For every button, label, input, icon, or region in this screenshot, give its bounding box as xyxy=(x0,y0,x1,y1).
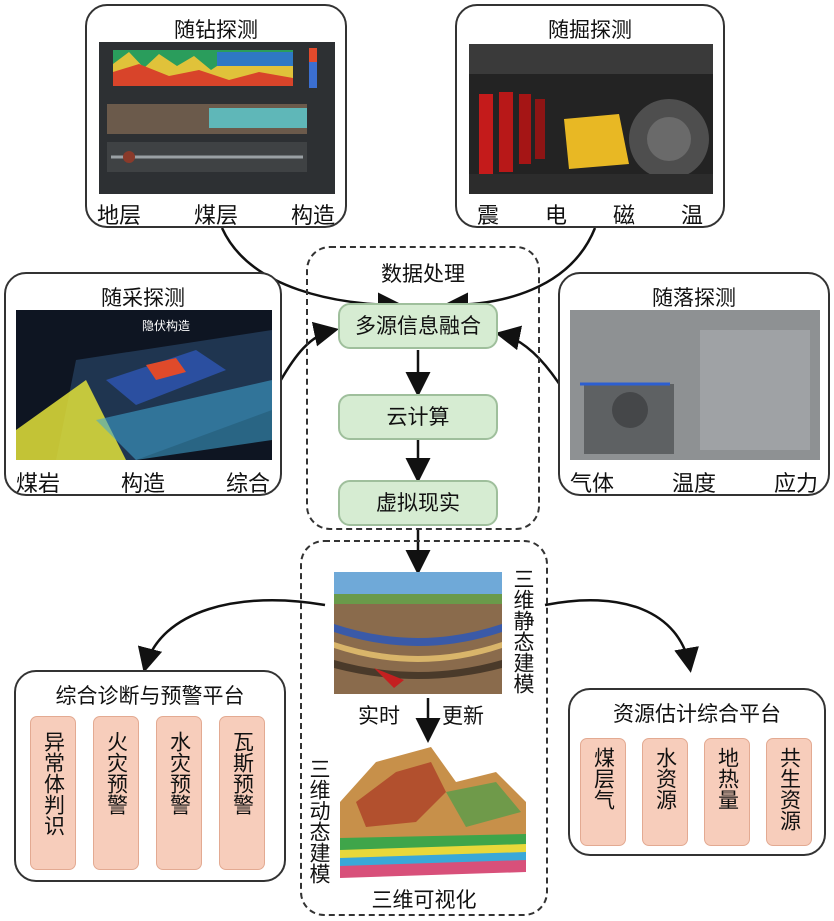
update-label-realtime: 实时 xyxy=(358,704,400,728)
update-label-refresh: 更新 xyxy=(442,704,484,728)
data-processing-group xyxy=(306,246,540,530)
resource-card-water: 水资源 xyxy=(642,738,688,846)
excavation-labels: 震 电 磁 温 xyxy=(477,198,703,230)
resource-card-cbm: 煤层气 xyxy=(580,738,626,846)
warning-card-water: 水灾预警 xyxy=(156,716,202,870)
drilling-labels: 地层 煤层 构造 xyxy=(97,198,335,230)
mining-label-comprehensive: 综合 xyxy=(225,472,270,497)
warning-platform-box: 综合诊断与预警平台 异常体判识 火灾预警 水灾预警 瓦斯预警 xyxy=(14,670,286,882)
excavation-title: 随掘探测 xyxy=(548,18,632,42)
resource-card-geothermal: 地热量 xyxy=(704,738,750,846)
dynamic-model-graphic xyxy=(340,747,526,878)
resource-platform-box: 资源估计综合平台 煤层气 水资源 地热量 共生资源 xyxy=(568,688,826,856)
warning-card-gas: 瓦斯预警 xyxy=(219,716,265,870)
static-modeling-label: 三维静态建模 xyxy=(511,568,535,694)
arrow-to-warning-platform xyxy=(137,599,326,673)
resource-platform-title: 资源估计综合平台 xyxy=(613,702,781,726)
caving-image xyxy=(570,310,820,460)
drilling-detection-box: 随钻探测 地层 煤层 构造 xyxy=(85,4,347,230)
data-processing-title: 数据处理 xyxy=(381,262,465,286)
dynamic-modeling-label: 三维动态建模 xyxy=(307,758,331,884)
arrow-to-resource-platform xyxy=(544,598,699,673)
drilling-image xyxy=(99,42,335,194)
dynamic-model-image xyxy=(336,742,530,882)
excavation-label-seismic: 震 xyxy=(477,204,500,229)
drilling-label-strata: 地层 xyxy=(97,204,142,229)
static-model-graphic xyxy=(334,572,502,694)
caving-graphic xyxy=(570,310,820,460)
mining-labels: 煤岩 构造 综合 xyxy=(16,466,270,498)
warning-platform-title: 综合诊断与预警平台 xyxy=(55,684,245,708)
warning-card-fire: 火灾预警 xyxy=(93,716,139,870)
arrow-mining-to-fusion xyxy=(276,321,339,386)
mining-label-structure: 构造 xyxy=(120,472,165,497)
caving-detection-box: 随落探测 气体 温度 应力 xyxy=(558,272,830,498)
multi-source-fusion-pill: 多源信息融合 xyxy=(338,303,498,349)
excavation-label-magnetic: 磁 xyxy=(612,204,635,229)
cloud-computing-pill: 云计算 xyxy=(338,394,498,440)
caving-label-stress: 应力 xyxy=(773,472,818,497)
drilling-label-coal-seam: 煤层 xyxy=(193,204,238,229)
excavation-label-temperature: 温 xyxy=(680,204,703,229)
virtual-reality-pill: 虚拟现实 xyxy=(338,480,498,526)
static-model-image xyxy=(334,572,502,694)
excavation-image xyxy=(469,44,713,194)
drilling-label-structure: 构造 xyxy=(290,204,335,229)
caving-label-temperature: 温度 xyxy=(671,472,716,497)
mining-label-coal-rock: 煤岩 xyxy=(16,472,61,497)
caving-label-gas: 气体 xyxy=(570,472,615,497)
caving-labels: 气体 温度 应力 xyxy=(570,466,818,498)
warning-card-anomaly: 异常体判识 xyxy=(30,716,76,870)
mining-detection-box: 随采探测 隐伏构造 煤岩 构造 综合 xyxy=(4,272,282,498)
drilling-graphic xyxy=(107,48,317,172)
drilling-title: 随钻探测 xyxy=(174,18,258,42)
mining-image: 隐伏构造 xyxy=(16,310,272,460)
caving-title: 随落探测 xyxy=(652,286,736,310)
arrow-caving-to-fusion xyxy=(495,325,562,386)
mining-graphic: 隐伏构造 xyxy=(16,310,272,460)
excavation-graphic xyxy=(469,44,713,194)
modeling-group xyxy=(300,540,548,916)
mining-title: 随采探测 xyxy=(101,286,185,310)
excavation-detection-box: 随掘探测 震 电 磁 温 xyxy=(455,4,725,230)
excavation-label-electric: 电 xyxy=(544,204,567,229)
resource-card-associated: 共生资源 xyxy=(766,738,812,846)
mining-overlay-label: 隐伏构造 xyxy=(142,318,190,333)
visualization-label: 三维可视化 xyxy=(371,888,477,912)
